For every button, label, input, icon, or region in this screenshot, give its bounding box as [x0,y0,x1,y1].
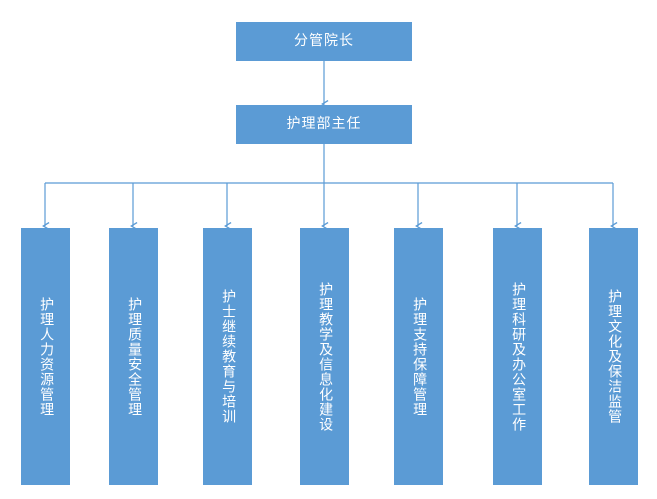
node-leaf-5-label: 护理支持保障管理 [411,296,428,417]
node-top-level[interactable]: 分管院长 [236,22,412,61]
node-second-level-label: 护理部主任 [286,116,362,133]
node-second-level[interactable]: 护理部主任 [236,105,412,144]
node-leaf-5[interactable]: 护理支持保障管理 [394,228,443,485]
node-leaf-1[interactable]: 护理人力资源管理 [21,228,70,485]
node-leaf-3[interactable]: 护士继续教育与培训 [203,228,252,485]
node-leaf-4-label: 护理教学及信息化建设 [317,281,334,432]
node-leaf-7[interactable]: 护理文化及保洁监管 [589,228,638,485]
node-leaf-1-label: 护理人力资源管理 [38,296,55,417]
node-leaf-3-label: 护士继续教育与培训 [220,289,237,424]
node-leaf-2[interactable]: 护理质量安全管理 [109,228,158,485]
node-leaf-4[interactable]: 护理教学及信息化建设 [300,228,349,485]
node-leaf-6[interactable]: 护理科研及办公室工作 [493,228,542,485]
node-leaf-6-label: 护理科研及办公室工作 [510,281,527,432]
node-top-level-label: 分管院长 [294,33,354,50]
node-leaf-7-label: 护理文化及保洁监管 [606,289,623,424]
node-leaf-2-label: 护理质量安全管理 [126,296,143,417]
